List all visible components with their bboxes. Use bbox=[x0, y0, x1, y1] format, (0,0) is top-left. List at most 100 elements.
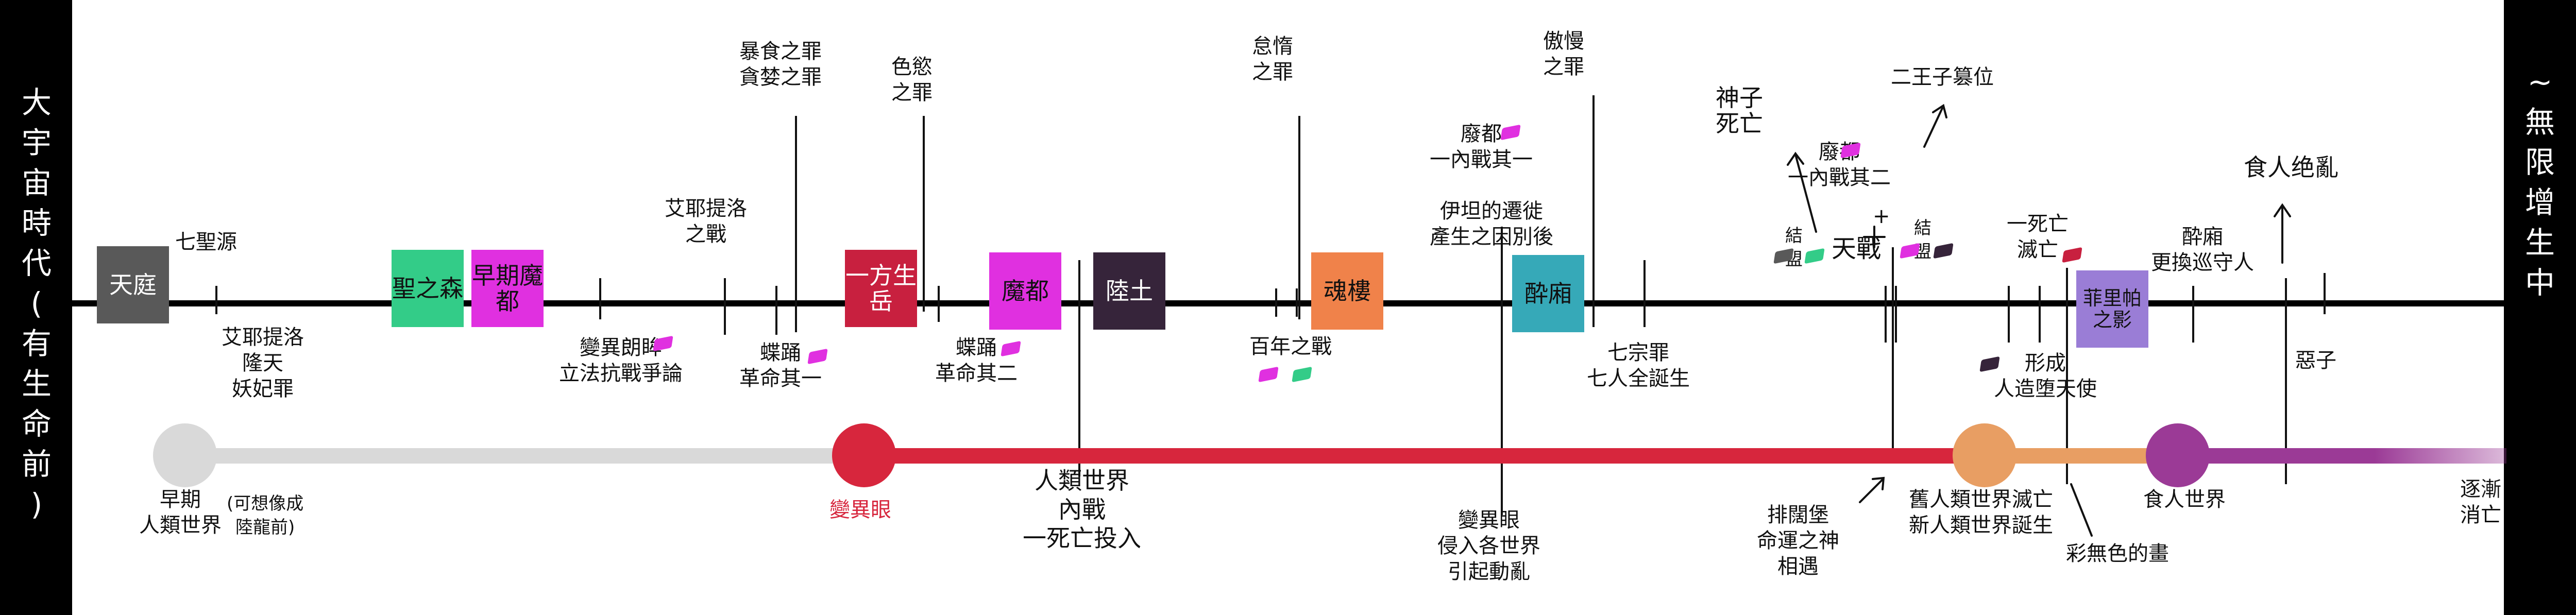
label-cannibal-slaughter: 食人绝亂 bbox=[2244, 153, 2338, 181]
label-ancient-mythic: (可想像成陸龍前) bbox=[227, 492, 303, 539]
arrow-fate bbox=[1859, 478, 1884, 503]
label-line: 滅亡 bbox=[2017, 238, 2058, 262]
label-butterfly-1: 蝶踊革命其一 bbox=[739, 340, 822, 391]
connector-one-death bbox=[2066, 268, 2068, 484]
right-era-title-char: 中 bbox=[2524, 265, 2555, 300]
box-tianting: 天庭 bbox=[97, 246, 169, 323]
label-tavern-guard: 酔廂更換巡守人 bbox=[2151, 224, 2254, 276]
label-line: 產生之因別後 bbox=[1430, 225, 1553, 249]
label-line: 之罪 bbox=[891, 81, 933, 105]
label-line: 命運之神 bbox=[1757, 529, 1839, 553]
left-era-title-char: 時 bbox=[21, 206, 52, 241]
axis-tick bbox=[938, 286, 940, 322]
axis-tick bbox=[1895, 286, 1897, 343]
label-line: 蝶踊 bbox=[760, 341, 801, 365]
label-ai-war-above: 艾耶提洛之戰 bbox=[665, 196, 747, 247]
right-era-title-char: 限 bbox=[2524, 145, 2555, 180]
label-migration: 伊坦的遷徙產生之因別後 bbox=[1430, 198, 1553, 250]
label-mutant-eye: 變異眼 bbox=[829, 498, 891, 522]
era-dot-early bbox=[153, 423, 217, 487]
label-line: 結 bbox=[1914, 218, 1931, 238]
label-line: 人類世界 bbox=[139, 514, 222, 537]
era-dot-purple bbox=[2146, 423, 2210, 487]
label-line: 引起動亂 bbox=[1448, 560, 1530, 584]
left-black-bar bbox=[0, 0, 72, 615]
era-dot-red bbox=[832, 423, 896, 487]
label-line: 蝶踊 bbox=[956, 336, 997, 360]
label-line: 內戰 bbox=[1058, 496, 1106, 523]
label-sloth: 怠惰之罪 bbox=[1252, 33, 1293, 85]
axis-tick bbox=[2039, 286, 2041, 343]
axis-tick bbox=[2192, 286, 2194, 343]
label-line: 之戰 bbox=[685, 223, 726, 246]
label-line: 陸龍前) bbox=[235, 517, 295, 538]
connector-gluttony bbox=[795, 116, 797, 332]
label-line: 一死亡投入 bbox=[1023, 524, 1141, 552]
label-line: 變異朗眸 bbox=[580, 336, 662, 360]
connector-heaven-war bbox=[1892, 247, 1894, 464]
label-early-human: 早期人類世界 bbox=[139, 487, 222, 538]
axis-tick bbox=[2008, 286, 2010, 343]
label-line: 色慾 bbox=[891, 55, 933, 79]
label-line: 七宗罪 bbox=[1607, 341, 1669, 365]
label-line: 貪婪之罪 bbox=[739, 65, 822, 89]
label-line: 神子 bbox=[1716, 84, 1763, 112]
left-era-title-char: 命 bbox=[21, 406, 52, 441]
arrow-head bbox=[1872, 476, 1885, 490]
label-line: 形成 bbox=[2025, 351, 2066, 375]
box-soul-tower: 魂樓 bbox=[1311, 252, 1383, 330]
label-line: 逐漸 bbox=[2460, 477, 2501, 501]
label-line: 傲慢 bbox=[1543, 29, 1584, 53]
era-bar-orange bbox=[1986, 448, 2177, 464]
label-line: 廢都 bbox=[1461, 122, 1502, 146]
label-line: (可想像成 bbox=[227, 493, 304, 514]
axis-tick bbox=[1885, 286, 1887, 343]
label-line: 早期 bbox=[160, 488, 201, 511]
label-gluttony-greed: 暴食之罪貪婪之罪 bbox=[739, 39, 822, 90]
label-line: 結 bbox=[1785, 226, 1803, 246]
arrow-second-prince bbox=[1923, 107, 1943, 148]
connector-sloth bbox=[1298, 116, 1300, 319]
box-early-demon-city: 早期魔都 bbox=[471, 250, 544, 327]
left-era-title-char: 生 bbox=[21, 366, 52, 401]
box-land: 陸土 bbox=[1093, 252, 1165, 330]
label-line: 七人全誕生 bbox=[1587, 367, 1690, 390]
arrow-head bbox=[2274, 203, 2291, 217]
label-mutant-eye-invade: 變異眼侵入各世界引起動亂 bbox=[1437, 507, 1540, 585]
label-line: 妖妃罪 bbox=[232, 377, 294, 401]
label-gradual-vanish: 逐漸消亡 bbox=[2460, 476, 2501, 528]
connector-human-war bbox=[1078, 260, 1080, 476]
era-bar-early bbox=[183, 448, 863, 464]
left-era-title-char: 大 bbox=[21, 85, 52, 120]
label-butterfly-2: 蝶踊革命其二 bbox=[935, 335, 1018, 386]
label-line: 更換巡守人 bbox=[2151, 251, 2254, 275]
label-plus: + bbox=[1873, 204, 1890, 228]
label-heaven-war: 天戰 bbox=[1832, 234, 1882, 263]
label-wasteland-2: 廢都一內戰其二 bbox=[1788, 139, 1891, 191]
label-line: 一內戰其二 bbox=[1788, 166, 1891, 190]
left-era-title-char: 宇 bbox=[21, 125, 52, 160]
connector-cannibal bbox=[2285, 278, 2287, 484]
label-line: 人造堕天使 bbox=[1994, 377, 2097, 401]
label-seven-saints: 七聖源 bbox=[175, 230, 237, 254]
label-line: 新人類世界誕生 bbox=[1909, 514, 2053, 537]
era-bar-purple bbox=[2177, 448, 2506, 464]
label-line: 變異眼 bbox=[1458, 508, 1520, 532]
arrow-head bbox=[1932, 104, 1947, 118]
label-line: 死亡 bbox=[1716, 110, 1763, 138]
label-line: 立法抗戰爭論 bbox=[559, 362, 683, 385]
label-line: 舊人類世界滅亡 bbox=[1909, 488, 2053, 511]
label-ai-war-below: 艾耶提洛隆天妖妃罪 bbox=[222, 324, 304, 402]
label-line: 相遇 bbox=[1777, 555, 1819, 578]
label-god-death: 神子死亡 bbox=[1716, 85, 1763, 136]
left-era-title-char: 有 bbox=[21, 326, 52, 361]
axis-tick bbox=[1275, 288, 1277, 317]
label-seven-sins: 七宗罪七人全誕生 bbox=[1587, 340, 1690, 391]
right-black-bar bbox=[2504, 0, 2576, 615]
label-line: 酔廂 bbox=[2182, 225, 2223, 249]
right-era-title-char: 增 bbox=[2524, 185, 2555, 220]
label-line: 一內戰其一 bbox=[1430, 148, 1533, 172]
label-cannibal-world: 食人世界 bbox=[2143, 488, 2226, 511]
axis-tick bbox=[1643, 260, 1646, 327]
